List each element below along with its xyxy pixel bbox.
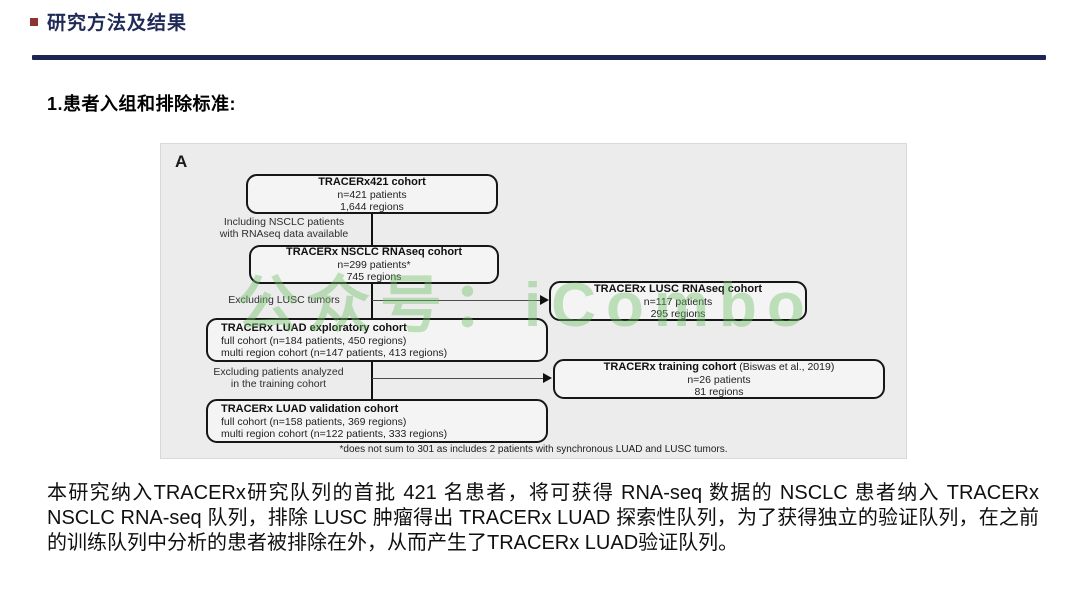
header-bullet-icon: [30, 18, 38, 26]
edge-label-include-nsclc: Including NSCLC patients with RNAseq dat…: [189, 216, 379, 240]
edge-label-exclude-lusc: Excluding LUSC tumors: [189, 294, 379, 306]
edge-label-line: with RNAseq data available: [219, 228, 349, 240]
edge-label-line: Excluding patients analyzed: [213, 366, 344, 378]
panel-label-a: A: [175, 152, 188, 171]
box-title: TRACERx training cohort (Biswas et al., …: [604, 361, 835, 374]
flowchart-figure: A 公众号：iCombo TRACERx421 cohort n=421 pat…: [160, 143, 907, 459]
box-lusc-rnaseq-cohort: TRACERx LUSC RNAseq cohort n=117 patient…: [549, 281, 807, 321]
figure-footnote: *does not sum to 301 as includes 2 patie…: [339, 444, 728, 455]
box-line: n=117 patients: [643, 295, 713, 308]
header-divider: [32, 55, 1046, 60]
arrow-right-icon: [540, 295, 549, 305]
box-line: full cohort (n=158 patients, 369 regions…: [221, 415, 407, 428]
box-line: n=26 patients: [687, 373, 751, 386]
box-title-suffix: (Biswas et al., 2019): [736, 360, 835, 373]
box-line: full cohort (n=184 patients, 450 regions…: [221, 334, 407, 347]
box-line: 295 regions: [650, 307, 706, 320]
box-line: 81 regions: [694, 385, 744, 398]
box-title-bold: TRACERx training cohort: [603, 360, 737, 373]
box-training-cohort: TRACERx training cohort (Biswas et al., …: [553, 359, 885, 399]
box-title: TRACERx LUAD exploratory cohort: [221, 321, 407, 334]
connector-line: [371, 362, 373, 399]
edge-label-line: Excluding LUSC tumors: [228, 294, 340, 306]
box-line: n=421 patients: [337, 188, 407, 201]
connector-line: [371, 284, 373, 318]
box-title: TRACERx NSCLC RNAseq cohort: [285, 246, 462, 258]
edge-label-exclude-training: Excluding patients analyzed in the train…: [181, 366, 376, 390]
edge-label-line: in the training cohort: [230, 378, 327, 390]
box-line: n=299 patients*: [337, 259, 411, 271]
box-title: TRACERx LUAD validation cohort: [221, 402, 399, 415]
box-title: TRACERx LUSC RNAseq cohort: [593, 282, 763, 295]
arrow-right-icon: [543, 373, 552, 383]
box-line: 1,644 regions: [340, 200, 404, 213]
box-line: 745 regions: [346, 271, 402, 283]
section-title: 1.患者入组和排除标准:: [47, 94, 237, 114]
connector-line: [371, 213, 373, 245]
summary-paragraph: 本研究纳入TRACERx研究队列的首批 421 名患者，将可获得 RNA-seq…: [47, 482, 1039, 554]
page-title: 研究方法及结果: [47, 13, 188, 34]
connector-line: [372, 300, 542, 301]
box-luad-exploratory-cohort: TRACERx LUAD exploratory cohort full coh…: [206, 318, 548, 362]
box-line: multi region cohort (n=122 patients, 333…: [221, 427, 448, 440]
box-line: multi region cohort (n=147 patients, 413…: [221, 346, 448, 359]
connector-line: [372, 378, 545, 379]
box-luad-validation-cohort: TRACERx LUAD validation cohort full coho…: [206, 399, 548, 443]
box-title: TRACERx421 cohort: [318, 175, 426, 188]
box-nsclc-rnaseq-cohort: TRACERx NSCLC RNAseq cohort n=299 patien…: [249, 245, 499, 284]
box-tracerx421-cohort: TRACERx421 cohort n=421 patients 1,644 r…: [246, 174, 498, 214]
edge-label-line: Including NSCLC patients: [223, 216, 345, 228]
